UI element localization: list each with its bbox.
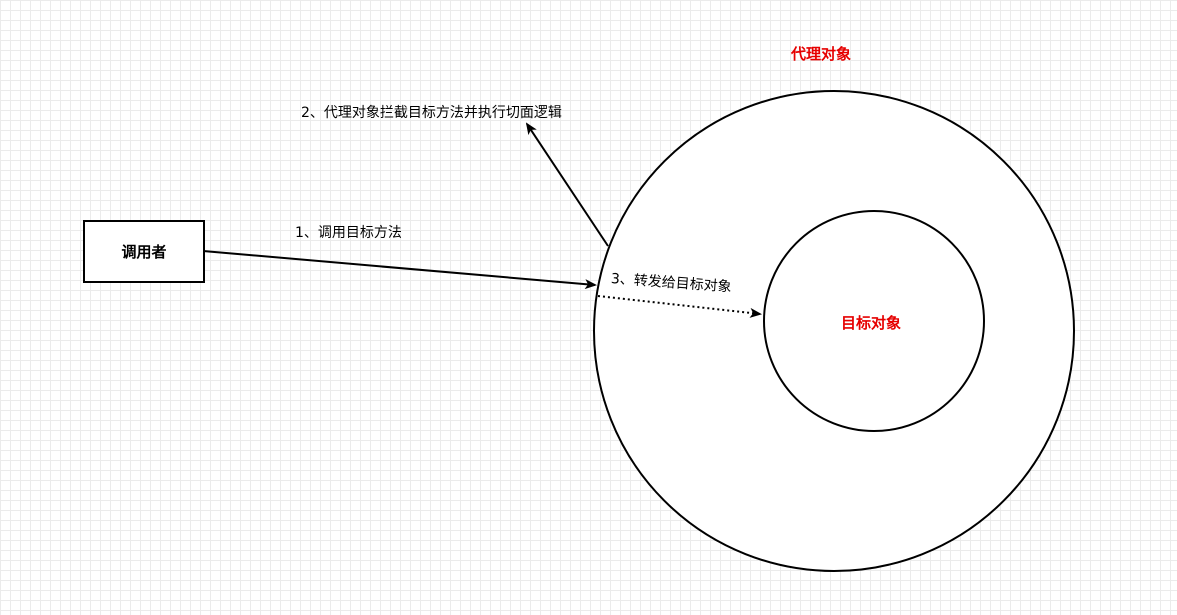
intercept-arrow[interactable] <box>525 122 609 247</box>
call-arrow-label: 1、调用目标方法 <box>295 225 402 241</box>
target-object-circle[interactable] <box>763 210 985 432</box>
caller-label: 调用者 <box>121 243 167 261</box>
proxy-object-label: 代理对象 <box>791 45 852 63</box>
call-arrow[interactable] <box>202 250 597 290</box>
intercept-arrow-label: 2、代理对象拦截目标方法并执行切面逻辑 <box>301 105 562 121</box>
target-object-label: 目标对象 <box>841 314 902 332</box>
forward-arrow[interactable] <box>597 295 762 318</box>
caller-box[interactable]: 调用者 <box>83 220 205 283</box>
